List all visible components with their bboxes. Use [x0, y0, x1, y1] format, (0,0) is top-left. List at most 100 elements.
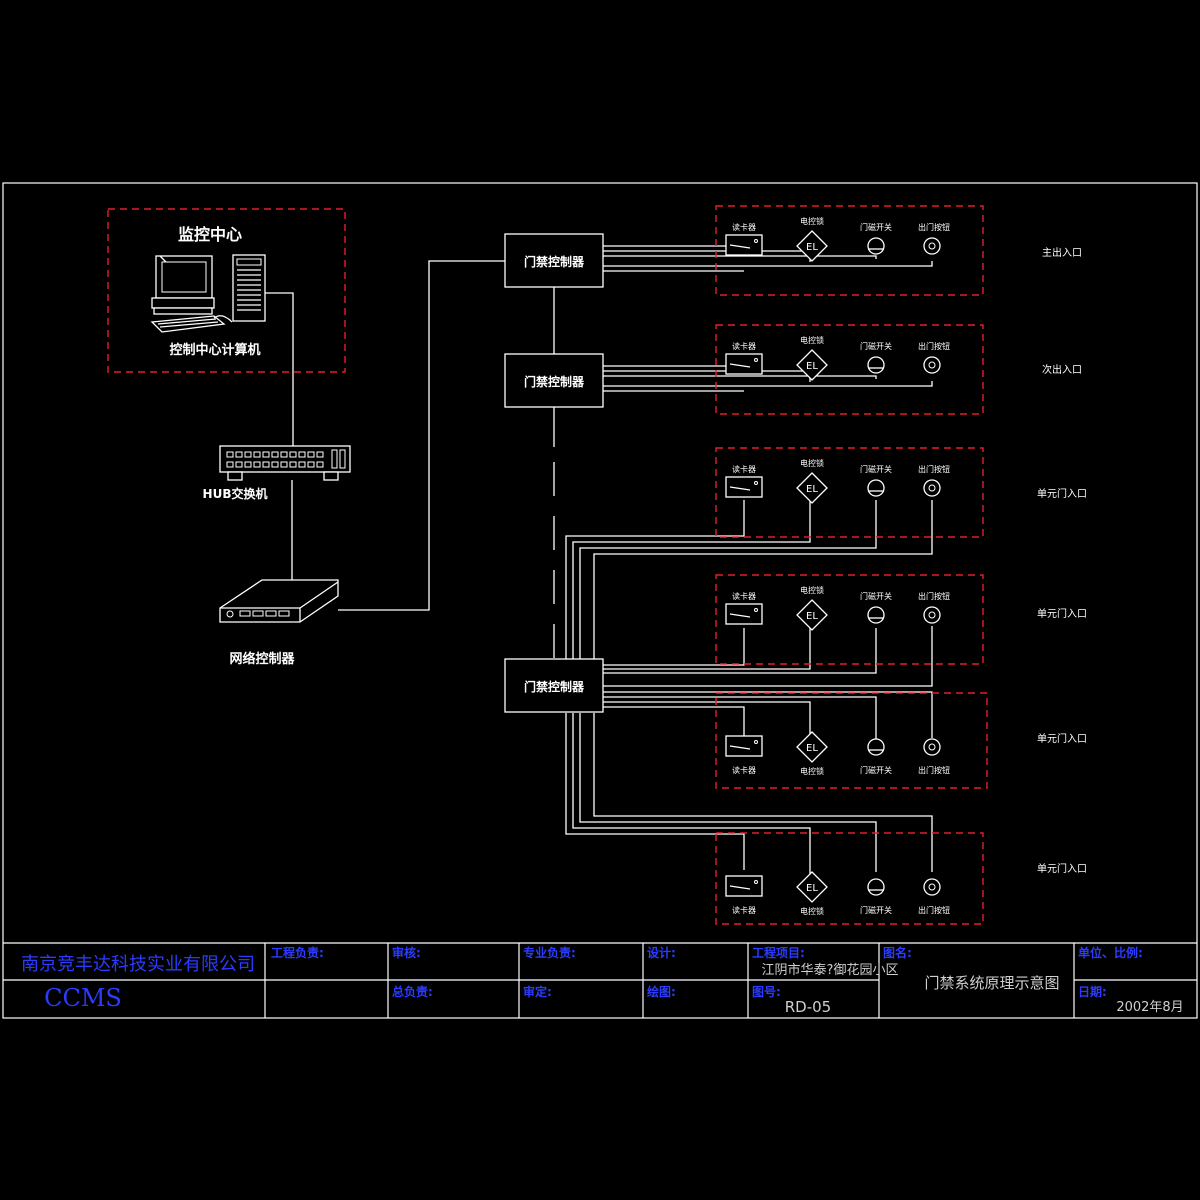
hub-port: [316, 461, 324, 468]
entrance-group: 读卡器EL电控锁门磁开关出门按钮单元门入口: [715, 574, 1087, 665]
hub-port: [235, 461, 243, 468]
electric-lock-symbol: EL: [806, 242, 818, 253]
magnet-wire: [603, 375, 877, 379]
exit-button-icon: [923, 237, 941, 255]
electric-lock-label: 电控锁: [800, 335, 824, 345]
unit-scale-label: 单位、比例:: [1078, 945, 1143, 960]
hub-port: [298, 451, 306, 458]
card-reader-slot: [729, 885, 751, 890]
hub-port: [307, 451, 315, 458]
card-reader-led: [754, 608, 758, 612]
review-label: 审核:: [392, 945, 421, 960]
entrance-label: 单元门入口: [1037, 607, 1087, 620]
electric-lock-icon: [796, 349, 828, 381]
magnet-wire: [579, 500, 877, 677]
discipline-lead-label: 专业负责:: [523, 945, 576, 960]
hub-port: [289, 461, 297, 468]
card-reader-slot: [729, 244, 751, 249]
magnetic-switch-icon: [867, 237, 885, 255]
lock-wire: [603, 701, 811, 738]
entrance-group: 读卡器EL电控锁门磁开关出门按钮次出入口: [715, 324, 1082, 415]
network-controller-icon: [219, 579, 339, 623]
magnetic-switch-icon: [867, 738, 885, 756]
electric-lock-label: 电控锁: [800, 766, 824, 776]
company-name: 南京竞丰达科技实业有限公司: [21, 954, 255, 975]
drawing-name-label: 图名:: [883, 945, 912, 960]
entrance-boundary: [715, 692, 988, 789]
card-reader-slot: [729, 363, 751, 368]
title-block: [3, 942, 1197, 1018]
hub-port: [307, 461, 315, 468]
hub-port: [253, 461, 261, 468]
exit-button-center: [928, 611, 936, 619]
entrance-label: 单元门入口: [1037, 862, 1087, 875]
exit-button-icon: [923, 356, 941, 374]
hub-port: [289, 451, 297, 458]
entrance-group: 读卡器EL电控锁门磁开关出门按钮单元门入口: [715, 692, 1087, 789]
entrance-label: 次出入口: [1042, 363, 1082, 376]
exit-button-label: 出门按钮: [918, 222, 950, 232]
card-reader-icon: [725, 476, 763, 498]
card-reader-icon: [725, 353, 763, 375]
card-reader-icon: [725, 603, 763, 625]
electric-lock-symbol: EL: [806, 611, 818, 622]
monitor-center-boundary: [107, 208, 346, 373]
exit-button-label: 出门按钮: [918, 341, 950, 351]
card-reader-led: [754, 481, 758, 485]
hub-port: [298, 461, 306, 468]
hub-port: [271, 461, 279, 468]
electric-lock-icon: [796, 230, 828, 262]
entrance-label: 单元门入口: [1037, 487, 1087, 500]
exit-button-icon: [923, 878, 941, 896]
computer-label: 控制中心计算机: [169, 342, 260, 358]
hub-port: [280, 451, 288, 458]
button-wire: [593, 713, 933, 872]
draft-label: 绘图:: [647, 984, 676, 999]
electric-lock-symbol: EL: [806, 361, 818, 372]
hub-switch-icon: [219, 445, 351, 481]
card-reader-label: 读卡器: [732, 464, 756, 474]
exit-button-center: [928, 242, 936, 250]
card-reader-slot: [729, 613, 751, 618]
approve-label: 审定:: [523, 984, 552, 999]
hub-port: [280, 461, 288, 468]
magnetic-switch-label: 门磁开关: [860, 765, 892, 775]
hub-port: [244, 451, 252, 458]
hub-port: [253, 451, 261, 458]
door-controller-label: 门禁控制器: [524, 679, 585, 694]
electric-lock-symbol: EL: [806, 743, 818, 754]
entrance-label: 主出入口: [1042, 246, 1082, 259]
card-reader-label: 读卡器: [732, 905, 756, 915]
hub-label: HUB交换机: [203, 486, 268, 501]
design-label: 设计:: [647, 945, 676, 960]
entrance-label: 单元门入口: [1037, 732, 1087, 745]
exit-button-center: [928, 484, 936, 492]
magnetic-switch-label: 门磁开关: [860, 222, 892, 232]
company-logo: CCMS: [44, 984, 122, 1012]
exit-button-icon: [923, 738, 941, 756]
magnetic-switch-icon: [867, 356, 885, 374]
reader-wire: [603, 628, 745, 666]
lock-wire: [572, 500, 811, 673]
magnetic-switch-label: 门磁开关: [860, 341, 892, 351]
card-reader-led: [754, 740, 758, 744]
card-reader-slot: [729, 745, 751, 750]
chief-label: 总负责:: [392, 984, 433, 999]
card-reader-label: 读卡器: [732, 591, 756, 601]
button-wire: [603, 381, 933, 387]
reader-wire: [565, 713, 745, 870]
card-reader-label: 读卡器: [732, 765, 756, 775]
hub-port: [235, 451, 243, 458]
hub-port: [262, 461, 270, 468]
button-wire: [603, 691, 933, 738]
magnet-wire: [603, 255, 877, 259]
door-controller-label: 门禁控制器: [524, 254, 585, 269]
electric-lock-label: 电控锁: [800, 906, 824, 916]
reader-wire: [603, 706, 745, 738]
exit-button-label: 出门按钮: [918, 905, 950, 915]
exit-button-icon: [923, 479, 941, 497]
entrance-boundary: [715, 574, 984, 665]
server-tower-icon: [232, 254, 266, 322]
electric-lock-icon: [796, 599, 828, 631]
